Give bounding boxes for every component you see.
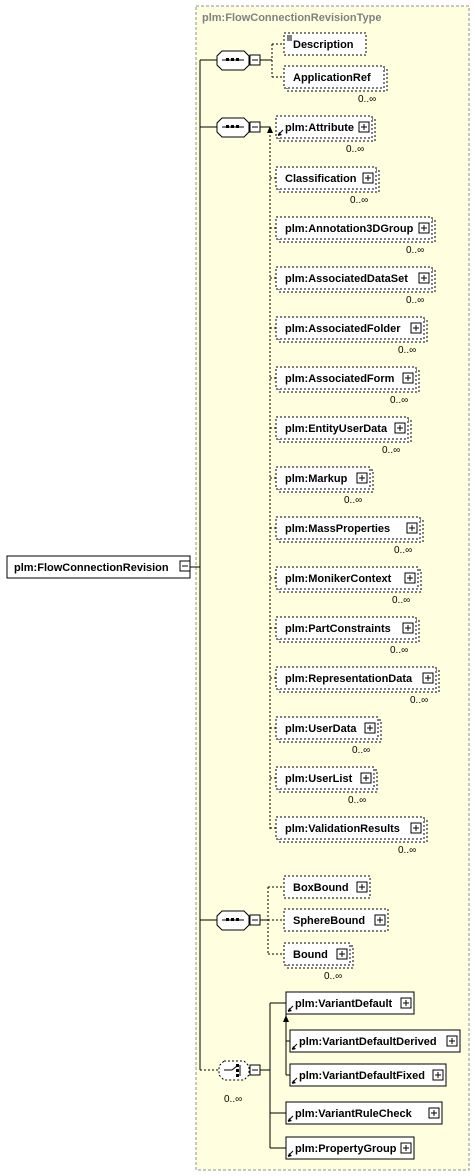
choice-cardinality: 0..∞ [224, 1094, 242, 1105]
element-annotation-3dgroup[interactable]: plm:Annotation3DGroup 0..∞ [275, 216, 436, 256]
element-label: Classification [285, 173, 357, 185]
sequence-compositor-2[interactable] [216, 117, 261, 138]
element-user-list[interactable]: plm:UserList 0..∞ [275, 766, 378, 806]
cardinality-label: 0..∞ [398, 845, 416, 856]
element-entity-user-data[interactable]: plm:EntityUserData 0..∞ [275, 416, 412, 456]
element-variant-default-derived[interactable]: plm:VariantDefaultDerived [289, 1029, 461, 1053]
element-property-group[interactable]: plm:PropertyGroup [285, 1136, 415, 1160]
expand-icon[interactable] [394, 422, 406, 434]
cardinality-label: 0..∞ [350, 195, 368, 206]
element-label: plm:AssociatedDataSet [285, 273, 408, 285]
expand-icon[interactable] [400, 1142, 412, 1154]
cardinality-label: 0..∞ [394, 545, 412, 556]
element-label: ApplicationRef [293, 72, 371, 84]
cardinality-label: 0..∞ [390, 395, 408, 406]
element-label: plm:ValidationResults [285, 823, 400, 835]
cardinality-label: 0..∞ [346, 144, 364, 155]
element-label: plm:Attribute [285, 122, 354, 134]
element-label: plm:PartConstraints [285, 623, 391, 635]
sequence-compositor-3[interactable] [216, 910, 261, 931]
element-application-ref[interactable]: ApplicationRef 0..∞ [283, 65, 388, 105]
element-label: plm:EntityUserData [285, 423, 388, 435]
expand-icon[interactable] [374, 914, 386, 926]
expand-icon[interactable] [410, 322, 422, 334]
element-label: plm:RepresentationData [285, 673, 413, 685]
element-label: plm:AssociatedForm [285, 373, 395, 385]
element-box-bound[interactable]: BoxBound [283, 875, 371, 899]
expand-icon[interactable] [364, 722, 376, 734]
element-label: BoxBound [293, 882, 349, 894]
expand-icon[interactable] [406, 522, 418, 534]
expand-icon[interactable] [410, 822, 422, 834]
cardinality-label: 0..∞ [358, 94, 376, 105]
element-associated-folder[interactable]: plm:AssociatedFolder 0..∞ [275, 316, 428, 356]
element-mass-properties[interactable]: plm:MassProperties 0..∞ [275, 516, 424, 556]
expand-icon[interactable] [422, 672, 434, 684]
expand-icon[interactable] [402, 622, 414, 634]
cardinality-label: 0..∞ [406, 245, 424, 256]
element-label: plm:MonikerContext [285, 573, 392, 585]
element-label: plm:PropertyGroup [295, 1143, 397, 1155]
root-label: plm:FlowConnectionRevision [14, 562, 169, 574]
cardinality-label: 0..∞ [352, 745, 370, 756]
expand-icon[interactable] [358, 121, 370, 133]
expand-icon[interactable] [362, 172, 374, 184]
element-label: plm:UserList [285, 773, 353, 785]
element-label: plm:AssociatedFolder [285, 323, 401, 335]
element-part-constraints[interactable]: plm:PartConstraints 0..∞ [275, 616, 420, 656]
element-label: plm:VariantDefaultDerived [299, 1036, 437, 1048]
expand-icon[interactable] [360, 772, 372, 784]
element-sphere-bound[interactable]: SphereBound [283, 908, 389, 932]
element-label: plm:Markup [285, 473, 348, 485]
expand-icon[interactable] [400, 997, 412, 1009]
element-label: SphereBound [293, 915, 365, 927]
cardinality-label: 0..∞ [348, 795, 366, 806]
sequence-compositor-1[interactable] [216, 50, 261, 71]
cardinality-label: 0..∞ [344, 495, 362, 506]
element-classification[interactable]: Classification 0..∞ [275, 166, 380, 206]
element-label: plm:UserData [285, 723, 357, 735]
cardinality-label: 0..∞ [390, 645, 408, 656]
cardinality-label: 0..∞ [382, 445, 400, 456]
element-markup[interactable]: plm:Markup 0..∞ [275, 466, 374, 506]
expand-icon[interactable] [418, 222, 430, 234]
element-validation-results[interactable]: plm:ValidationResults 0..∞ [275, 816, 428, 856]
element-associated-form[interactable]: plm:AssociatedForm 0..∞ [275, 366, 420, 406]
element-attribute[interactable]: plm:Attribute 0..∞ [275, 115, 376, 155]
expand-icon[interactable] [432, 1069, 444, 1081]
element-label: plm:VariantDefault [295, 998, 393, 1010]
element-bound[interactable]: Bound 0..∞ [283, 942, 354, 982]
expand-icon[interactable] [428, 1107, 440, 1119]
element-user-data[interactable]: plm:UserData 0..∞ [275, 716, 382, 756]
element-variant-rule-check[interactable]: plm:VariantRuleCheck [285, 1101, 443, 1125]
element-label: plm:Annotation3DGroup [285, 223, 414, 235]
element-variant-default[interactable]: plm:VariantDefault [285, 991, 415, 1015]
expand-icon[interactable] [356, 881, 368, 893]
element-description[interactable]: Description [283, 32, 367, 56]
element-variant-default-fixed[interactable]: plm:VariantDefaultFixed [289, 1063, 447, 1087]
cardinality-label: 0..∞ [398, 345, 416, 356]
element-label: plm:VariantRuleCheck [295, 1108, 413, 1120]
expand-icon[interactable] [336, 948, 348, 960]
type-title: plm:FlowConnectionRevisionType [202, 12, 381, 24]
element-label: plm:MassProperties [285, 523, 390, 535]
element-label: Description [293, 39, 354, 51]
expand-icon[interactable] [446, 1035, 458, 1047]
cardinality-label: 0..∞ [324, 971, 342, 982]
element-representation-data[interactable]: plm:RepresentationData 0..∞ [275, 666, 440, 706]
cardinality-label: 0..∞ [410, 695, 428, 706]
element-associated-data-set[interactable]: plm:AssociatedDataSet 0..∞ [275, 266, 436, 306]
element-label: plm:VariantDefaultFixed [299, 1070, 425, 1082]
cardinality-label: 0..∞ [406, 295, 424, 306]
element-label: Bound [293, 949, 328, 961]
expand-icon[interactable] [402, 372, 414, 384]
cardinality-label: 0..∞ [392, 595, 410, 606]
expand-icon[interactable] [356, 472, 368, 484]
element-boxes: DescriptionApplicationRef0..∞plm:Attribu… [267, 32, 461, 1160]
expand-icon[interactable] [418, 272, 430, 284]
expand-icon[interactable] [404, 572, 416, 584]
